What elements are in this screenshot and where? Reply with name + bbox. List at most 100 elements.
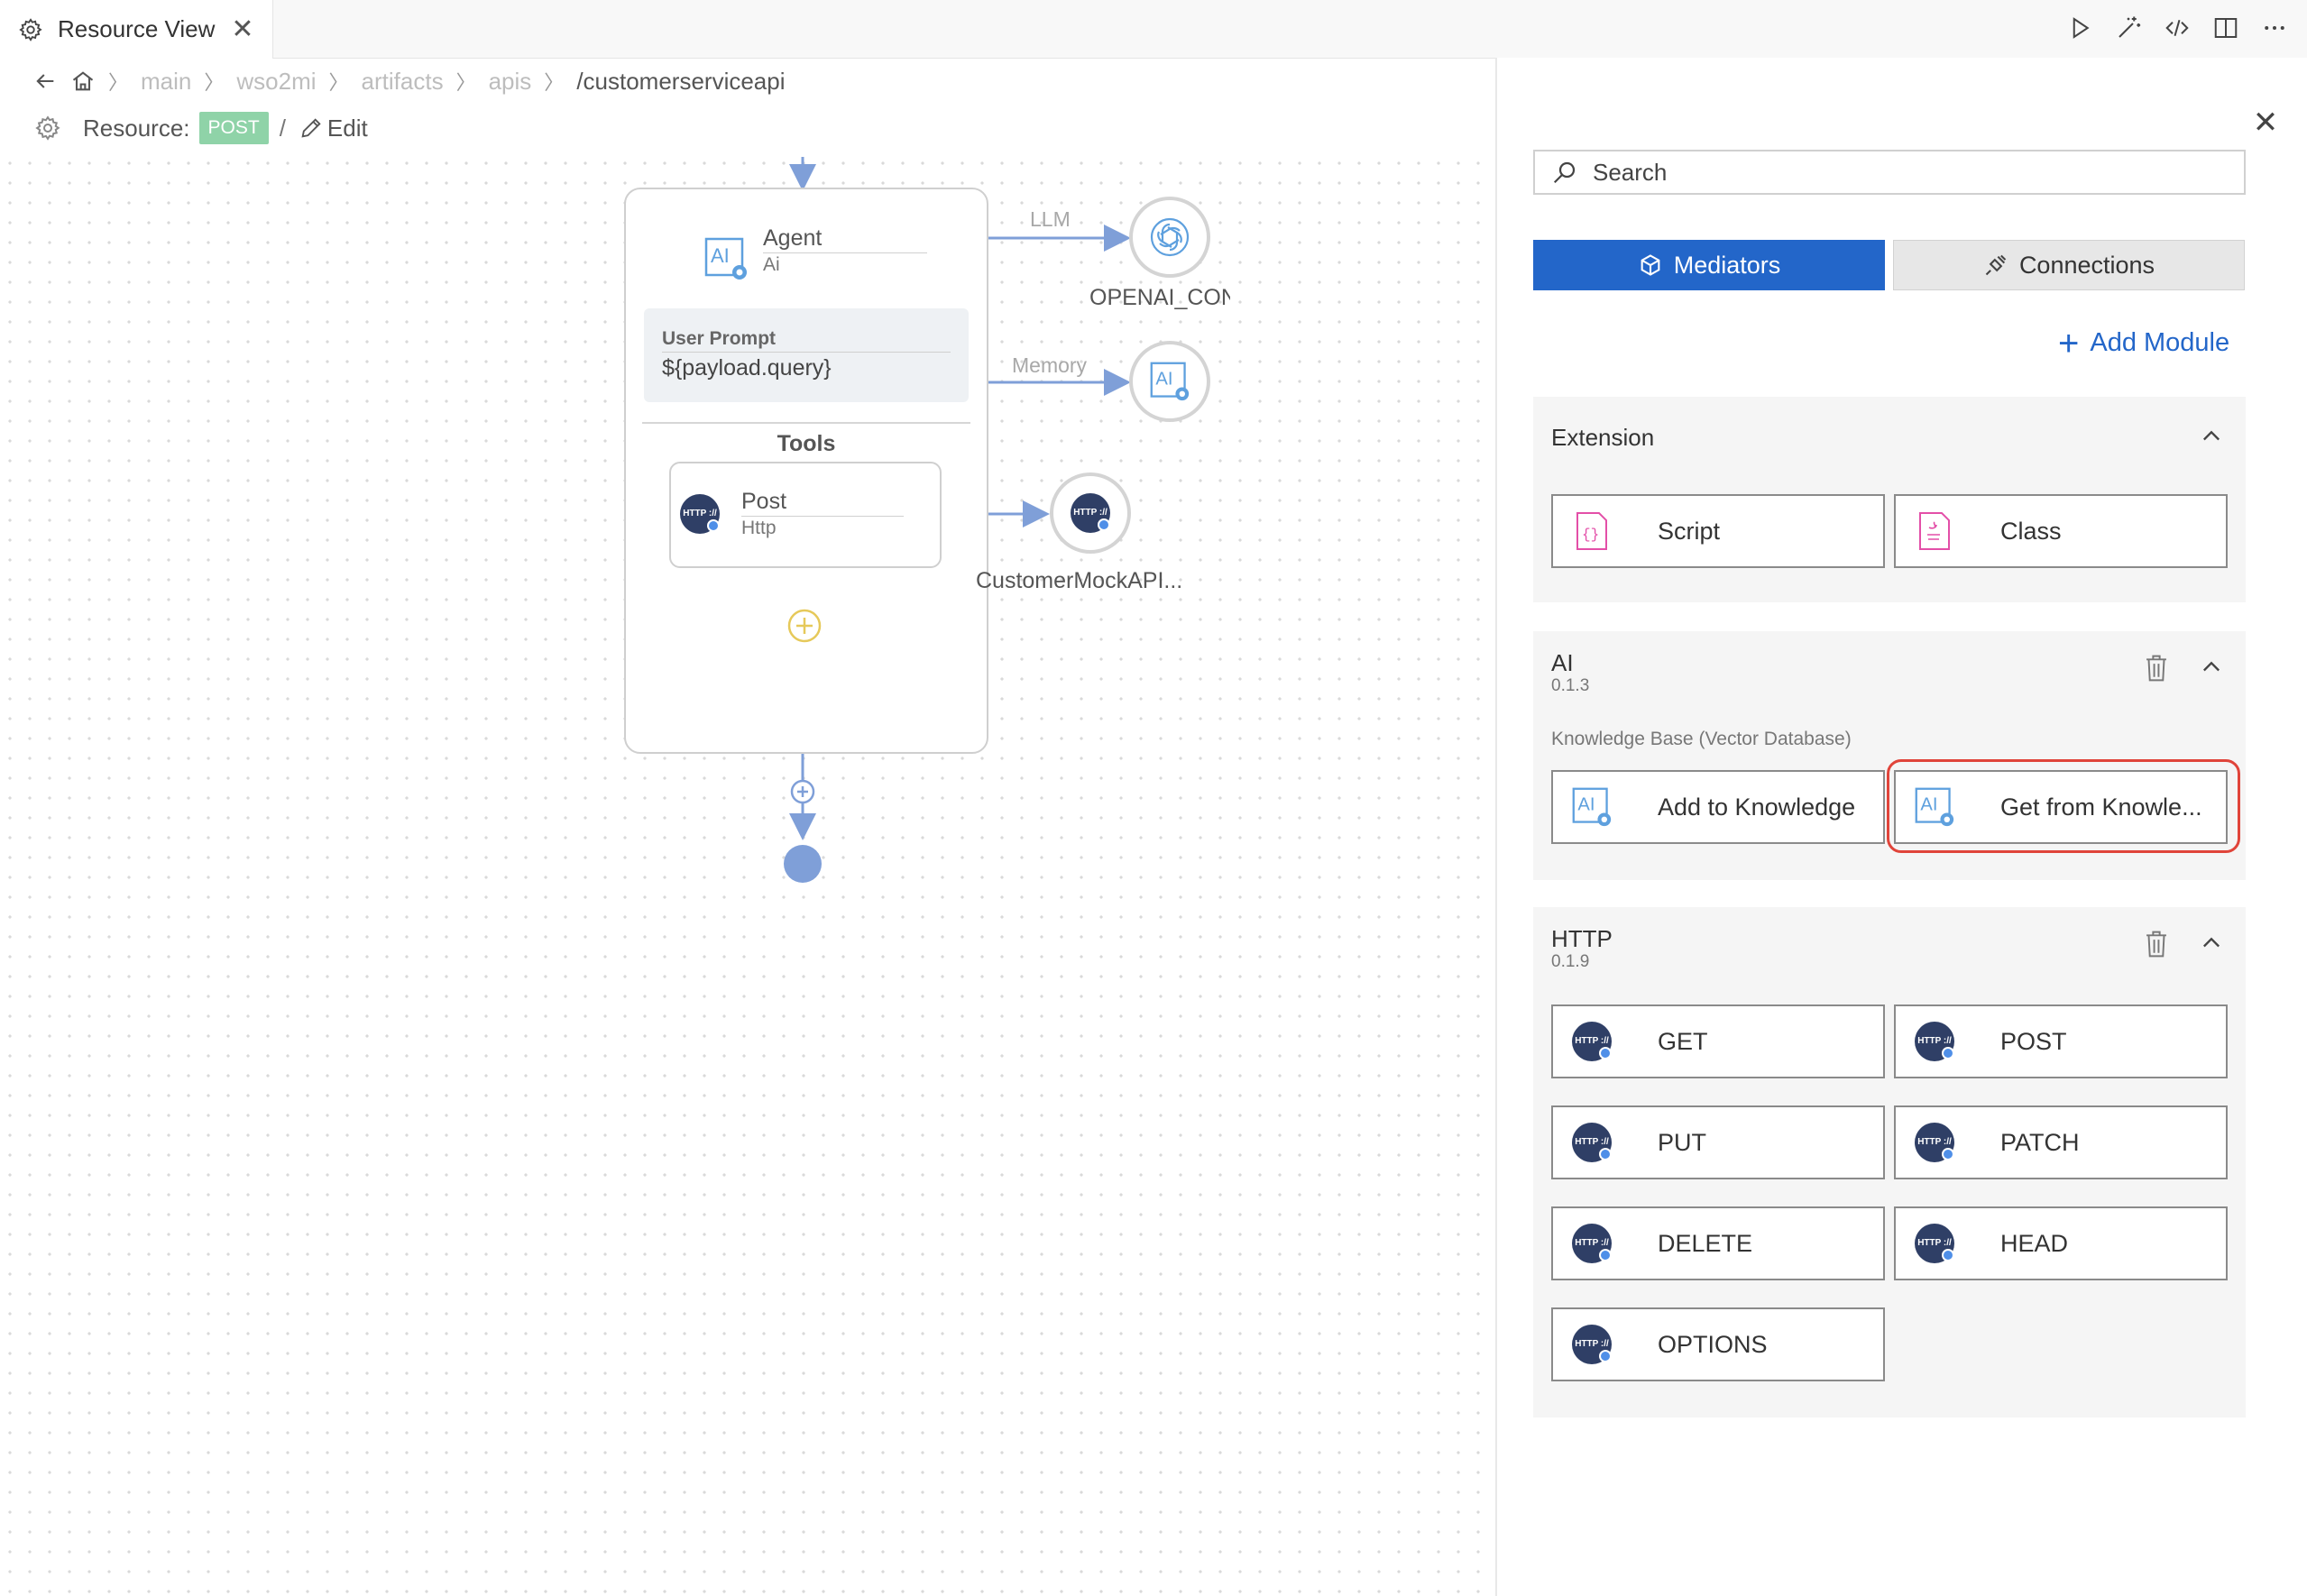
chevron-up-icon[interactable] [2199,655,2224,680]
chevron-right-icon: 〉 [204,71,225,94]
search-input[interactable] [1591,157,2226,188]
http-icon: HTTP :// [1071,493,1110,533]
mediator-http-options[interactable]: HTTP :// OPTIONS [1551,1307,1885,1381]
run-icon[interactable] [2065,11,2094,45]
openai-connection-name: OPENAI_CON [1089,285,1230,310]
tab-connections-label: Connections [2018,251,2155,279]
section-http: HTTP 0.1.9 HTTP :// GET HTTP :// POST HT… [1533,907,2246,1417]
close-tab-icon[interactable]: ✕ [231,14,254,44]
back-arrow-icon[interactable] [32,69,58,94]
http-badge-text: HTTP :// [1917,1036,1952,1046]
mediator-label: GET [1658,1027,1708,1055]
split-editor-icon[interactable] [2211,11,2240,45]
edit-label: Edit [326,114,368,142]
home-icon[interactable] [70,69,96,94]
mediator-get-from-knowledge[interactable]: AI Get from Knowle... [1894,770,2228,844]
section-title: AI [1551,649,1574,676]
mediator-http-delete[interactable]: HTTP :// DELETE [1551,1206,1885,1280]
edit-resource-button[interactable]: Edit [299,115,368,142]
breadcrumb-item-main[interactable]: main [141,67,192,95]
agent-title: Agent [763,225,823,251]
http-icon: HTTP :// [1572,1224,1612,1263]
editor-actions [2065,11,2289,45]
diagram-canvas[interactable]: AI Agent Ai User Prompt ${payload.query}… [0,153,1497,1596]
tab-connections[interactable]: Connections [1893,240,2245,290]
breadcrumb: 〉 main 〉 wso2mi 〉 artifacts 〉 apis 〉 /cu… [32,63,786,99]
agent-node[interactable]: AI Agent Ai User Prompt ${payload.query}… [624,188,988,754]
mediator-class[interactable]: Class [1894,494,2228,568]
mediator-http-patch[interactable]: HTTP :// PATCH [1894,1105,2228,1179]
tool-subtitle: Http [741,518,777,538]
openai-icon [1150,217,1190,257]
mediator-label: DELETE [1658,1229,1753,1257]
mediator-script[interactable]: {} Script [1551,494,1885,568]
section-version: 0.1.3 [1551,676,1590,695]
script-icon: {} [1571,510,1613,552]
http-badge-text: HTTP :// [1917,1137,1952,1147]
search-icon [1553,161,1576,184]
ai-icon: AI [704,237,747,280]
http-badge-text: HTTP :// [683,509,717,518]
trash-icon[interactable] [2143,653,2170,683]
http-icon: HTTP :// [1915,1022,1954,1061]
tab-mediators[interactable]: Mediators [1533,240,1885,290]
mediator-label: HEAD [2000,1229,2069,1257]
breadcrumb-item-artifacts[interactable]: artifacts [361,67,444,95]
mediator-label: PATCH [2000,1128,2080,1156]
tab-resource-view[interactable]: Resource View ✕ [0,0,273,59]
memory-connection-node[interactable]: AI [1129,341,1210,422]
chevron-right-icon: 〉 [455,71,476,94]
openai-connection-node[interactable] [1129,197,1210,278]
tool-node-post[interactable]: HTTP :// Post Http [669,462,942,568]
section-title: HTTP [1551,925,1613,952]
mediator-label: Script [1658,517,1721,545]
add-tool-icon[interactable] [786,608,823,644]
more-actions-icon[interactable] [2260,11,2289,45]
trash-icon[interactable] [2143,929,2170,959]
mediator-add-to-knowledge[interactable]: AI Add to Knowledge [1551,770,1885,844]
gear-icon [19,17,42,41]
mediator-http-post[interactable]: HTTP :// POST [1894,1004,2228,1078]
breadcrumb-current: /customerserviceapi [576,67,786,95]
tool-title-underline [741,516,904,517]
customer-api-connection-name: CustomerMockAPI... [976,568,1183,593]
user-prompt-box[interactable]: User Prompt ${payload.query} [644,308,969,402]
java-class-icon [1914,510,1955,552]
chevron-right-icon: 〉 [328,71,349,94]
svg-text:AI: AI [1155,370,1172,390]
highlight-annotation [1887,759,2240,853]
tab-title: Resource View [58,15,216,42]
section-extension: Extension {} Script Class [1533,397,2246,602]
customer-api-connection-node[interactable]: HTTP :// [1050,472,1131,554]
http-icon: HTTP :// [1572,1022,1612,1061]
chevron-up-icon[interactable] [2199,424,2224,449]
mediator-label: Get from Knowle... [2000,793,2202,821]
knowledge-base-label: Knowledge Base (Vector Database) [1551,729,1852,749]
search-box[interactable] [1533,150,2246,195]
breadcrumb-item-apis[interactable]: apis [488,67,532,95]
mediator-http-put[interactable]: HTTP :// PUT [1551,1105,1885,1179]
mediator-http-get[interactable]: HTTP :// GET [1551,1004,1885,1078]
chevron-right-icon: 〉 [108,71,129,94]
llm-connection-label: LLM [1030,207,1071,231]
source-code-icon[interactable] [2163,11,2192,45]
pencil-icon [301,118,321,138]
mediator-label: OPTIONS [1658,1330,1768,1358]
mediator-label: PUT [1658,1128,1706,1156]
http-icon: HTTP :// [680,494,720,534]
chevron-up-icon[interactable] [2199,931,2224,956]
ai-icon: AI [1914,786,1955,828]
add-module-button[interactable]: + Add Module [2058,326,2229,362]
user-prompt-label: User Prompt [662,328,777,349]
editor-tab-bar: Resource View ✕ [0,0,2307,59]
memory-connection-label: Memory [1012,353,1088,377]
breadcrumb-item-wso2mi[interactable]: wso2mi [236,67,317,95]
magic-wand-icon[interactable] [2114,11,2143,45]
http-badge-text: HTTP :// [1073,508,1108,518]
ai-icon: AI [1150,362,1190,401]
user-prompt-value: ${payload.query} [662,355,832,381]
mediator-http-head[interactable]: HTTP :// HEAD [1894,1206,2228,1280]
resource-separator: / [279,114,286,142]
resource-gear-icon [35,115,60,141]
close-panel-icon[interactable]: ✕ [2252,105,2279,140]
